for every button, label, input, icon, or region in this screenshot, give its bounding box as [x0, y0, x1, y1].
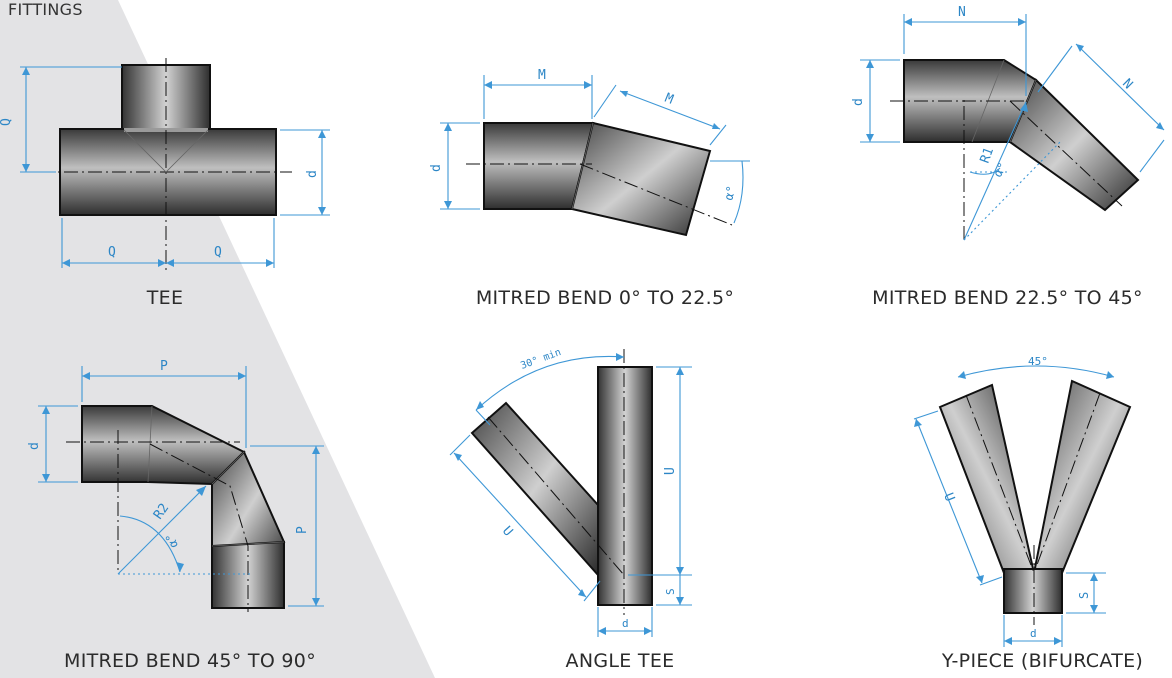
tee-label-d: d: [305, 170, 320, 178]
angle-tee-label-u2: U: [499, 524, 515, 540]
mitred-bend-45-90-fitting: P P d R2 α°: [0, 350, 340, 620]
bend-22-45-label-n1: N: [958, 5, 966, 20]
caption-angle-tee: ANGLE TEE: [565, 650, 675, 672]
bend-0-22-label-m1: M: [538, 68, 546, 83]
mitred-bend-0-22-fitting: M M d α°: [420, 55, 760, 255]
tee-label-q-right: Q: [214, 245, 222, 260]
tee-label-q-vertical: Q: [0, 118, 14, 126]
caption-y-piece: Y-PIECE (BIFURCATE): [941, 650, 1144, 672]
tee-label-q-left: Q: [108, 245, 116, 260]
bend-45-90-label-r: R2: [151, 501, 172, 522]
caption-tee: TEE: [146, 287, 184, 309]
angle-tee-label-angle: 30° min: [519, 347, 562, 372]
angle-tee-drawing: 30° min U U S d: [449, 347, 692, 637]
y-piece-drawing: 45° U S d: [913, 355, 1132, 647]
mitred-bend-22-45-fitting: N N d R1 α°: [850, 0, 1172, 260]
tee-drawing: Q d Q Q: [0, 58, 330, 270]
bend-22-45-label-n2: N: [1119, 76, 1135, 92]
mitred-bend-0-22-drawing: M M d α°: [429, 68, 750, 237]
page-title: FITTINGS: [8, 0, 83, 19]
angle-tee-fitting: 30° min U U S d: [440, 335, 700, 645]
caption-mitred-bend-45-90: MITRED BEND 45° TO 90°: [64, 650, 316, 672]
angle-tee-label-s: S: [664, 588, 677, 595]
caption-mitred-bend-0-22: MITRED BEND 0° TO 22.5°: [475, 287, 735, 309]
y-piece-label-angle: 45°: [1028, 355, 1048, 368]
bend-22-45-label-d: d: [851, 98, 866, 106]
bend-45-90-label-d: d: [27, 442, 42, 450]
bend-0-22-label-m2: M: [663, 91, 676, 108]
bend-22-45-label-r: R1: [978, 146, 997, 166]
tee-fitting: Q d Q Q: [0, 40, 330, 280]
y-piece-label-d: d: [1030, 627, 1037, 640]
bend-0-22-label-angle: α°: [721, 184, 738, 202]
angle-tee-label-d: d: [622, 617, 629, 630]
bend-45-90-label-p1: P: [160, 359, 168, 374]
mitred-bend-22-45-drawing: N N d R1 α°: [851, 5, 1165, 241]
bend-22-45-label-angle: α°: [990, 160, 1009, 180]
y-piece-fitting: 45° U S d: [896, 345, 1166, 650]
mitred-bend-45-90-drawing: P P d R2 α°: [27, 359, 324, 612]
bend-45-90-label-p2: P: [295, 526, 310, 534]
bend-0-22-label-d: d: [429, 164, 444, 172]
y-piece-label-u: U: [940, 491, 957, 504]
y-piece-label-s: S: [1077, 592, 1091, 599]
angle-tee-label-u1: U: [663, 467, 678, 475]
bend-45-90-label-angle: α°: [163, 531, 181, 549]
caption-mitred-bend-22-45: MITRED BEND 22.5° TO 45°: [872, 287, 1143, 309]
